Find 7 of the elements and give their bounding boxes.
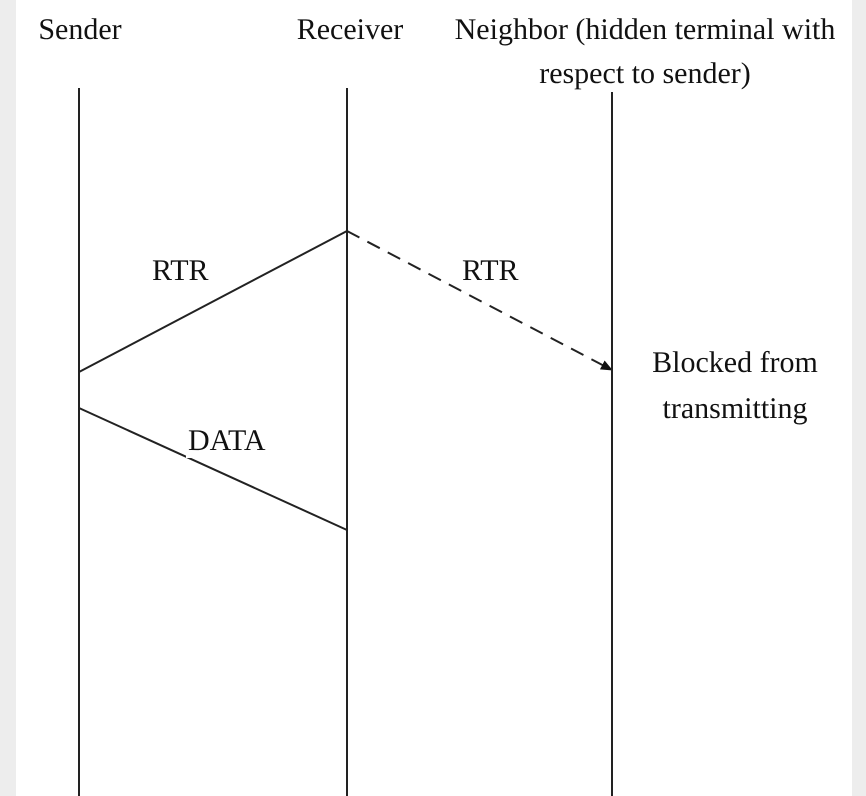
lifeline-label: Receiver [296,12,404,48]
lifeline-label: Neighbor (hidden terminal with respect to sender) [454,12,836,92]
message-arrow [346,230,613,371]
note-text: Blocked from transmitting [651,345,819,427]
message-line [78,407,348,531]
message-line [78,230,348,373]
lifeline-label: Sender [37,12,123,48]
